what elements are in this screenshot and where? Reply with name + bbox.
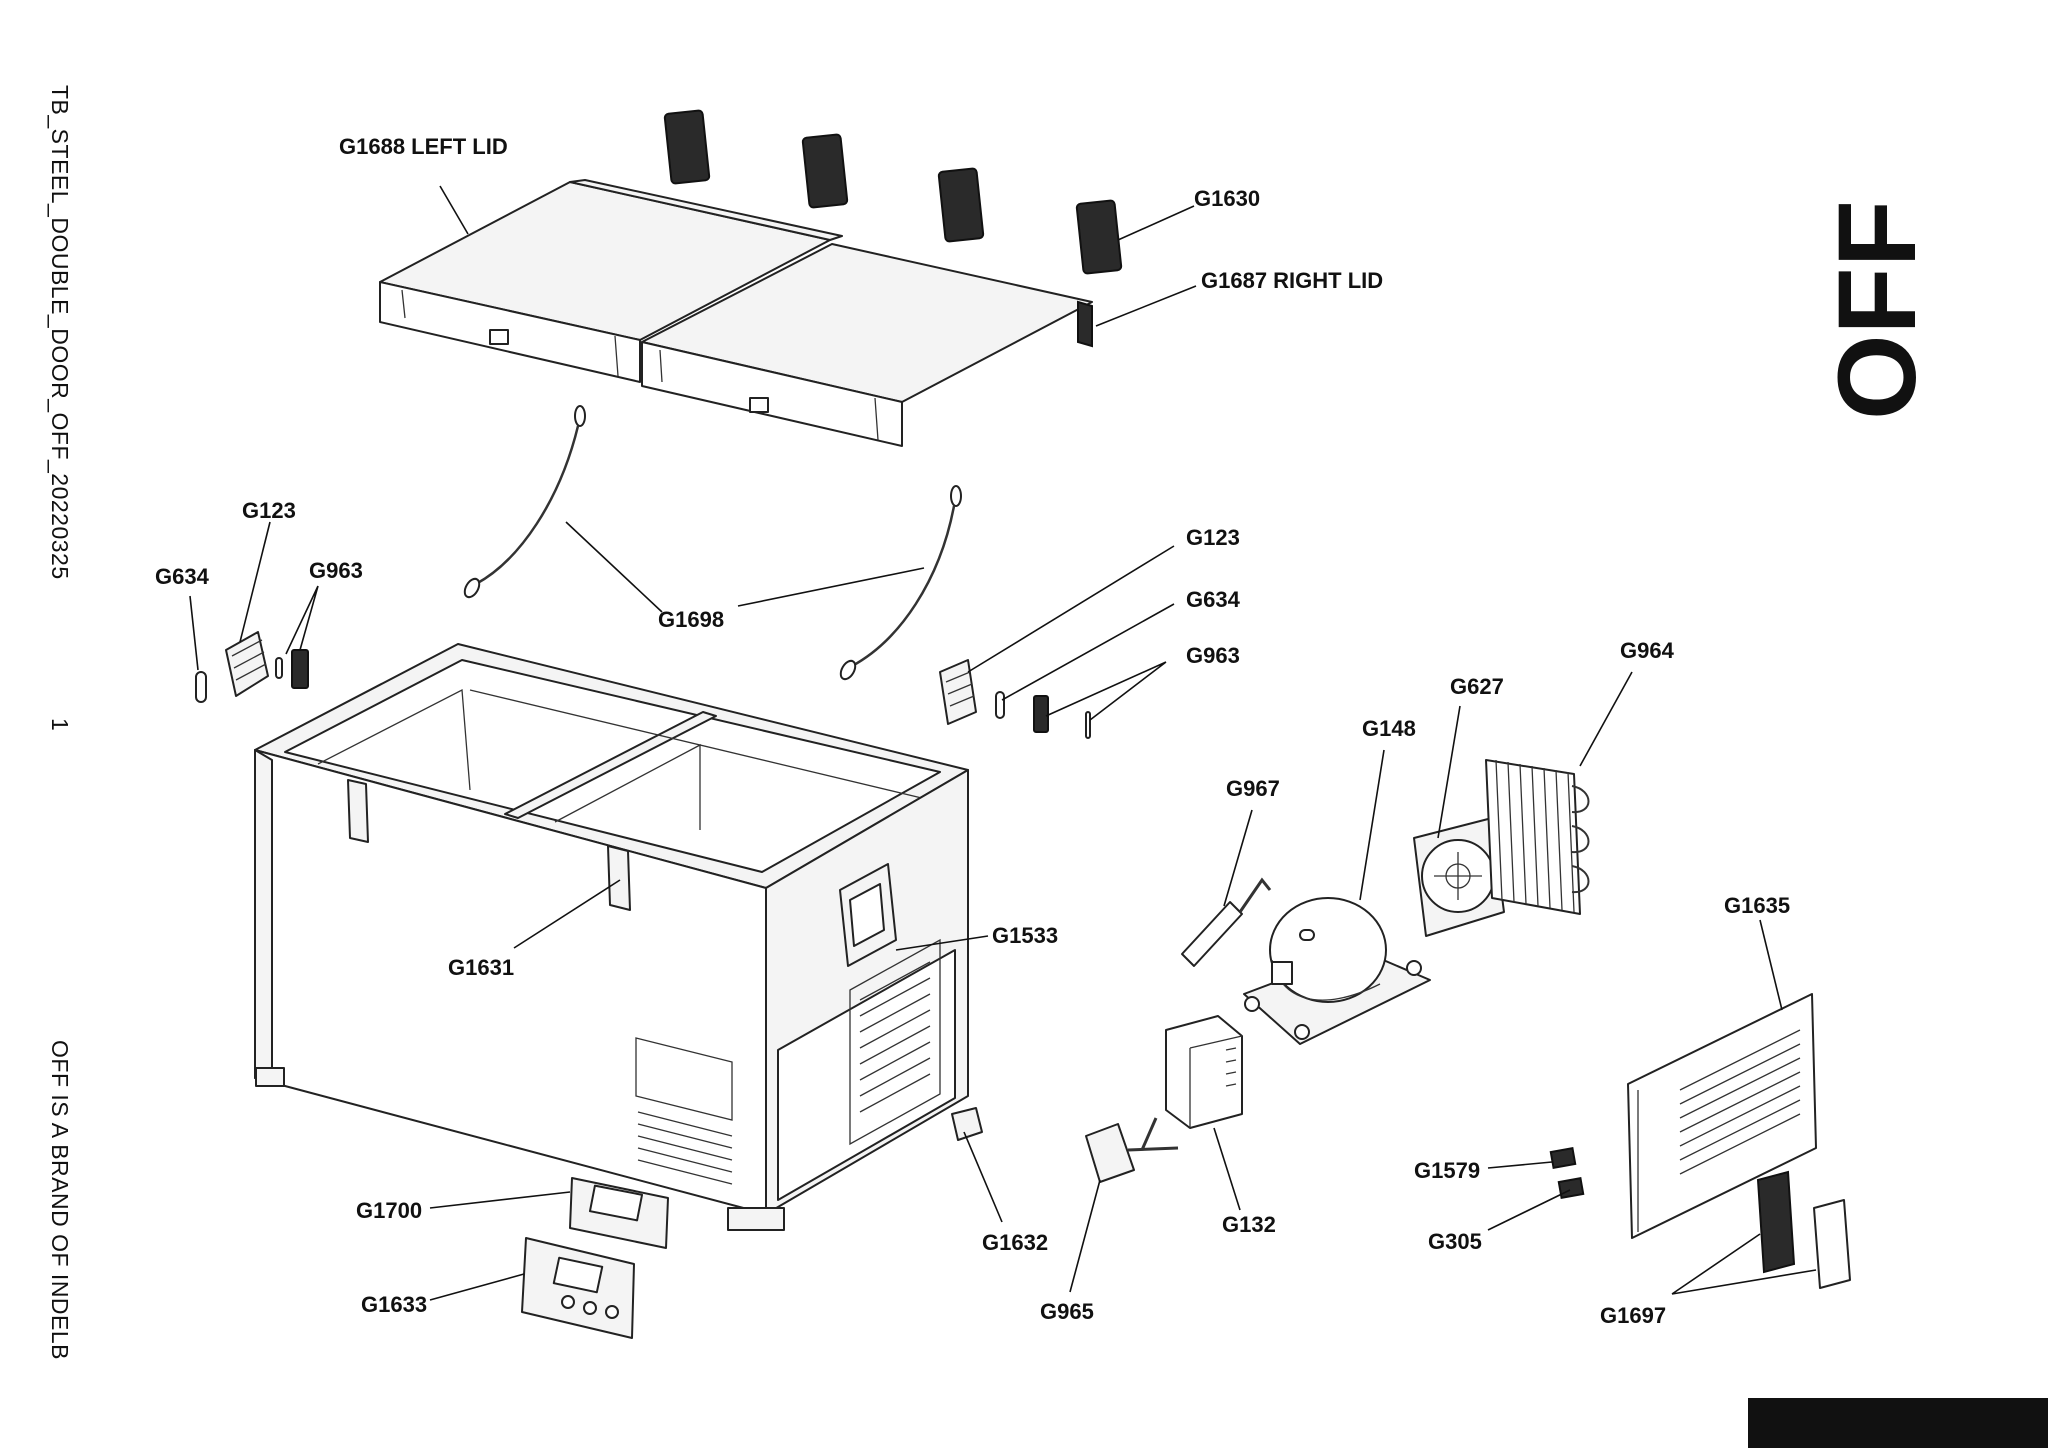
label-g1697: G1697 <box>1600 1303 1666 1328</box>
right-small-parts <box>939 659 1091 739</box>
label-g148: G148 <box>1362 716 1416 741</box>
electronic-unit <box>1165 1015 1243 1129</box>
label-g1687: G1687 RIGHT LID <box>1201 268 1383 293</box>
brand-logo: OFF <box>1816 200 1939 420</box>
hinges <box>663 109 1123 275</box>
filter-drier <box>1181 877 1272 967</box>
thermostat <box>1085 1117 1179 1183</box>
label-g1630: G1630 <box>1194 186 1260 211</box>
label-g634-right: G634 <box>1186 587 1241 612</box>
label-g1632: G1632 <box>982 1230 1048 1255</box>
footer-bar <box>1748 1398 2048 1448</box>
page-number: 1 <box>47 718 73 731</box>
side-margin: TB_STEEL_DOUBLE_DOOR_OFF_20220325 1 OFF … <box>47 85 73 1360</box>
label-g1631: G1631 <box>448 955 514 980</box>
label-g1533: G1533 <box>992 923 1058 948</box>
label-g1688: G1688 LEFT LID <box>339 134 508 159</box>
label-g965: G965 <box>1040 1299 1094 1324</box>
fridge-cabinet <box>254 643 969 1231</box>
control-panel <box>521 1237 635 1339</box>
part-labels: G1688 LEFT LID G1630 G1687 RIGHT LID G12… <box>155 134 1790 1328</box>
socket-part <box>1557 1177 1585 1199</box>
condenser <box>1485 759 1590 915</box>
label-g123-left: G123 <box>242 498 296 523</box>
label-g634-left: G634 <box>155 564 210 589</box>
label-g1635: G1635 <box>1724 893 1790 918</box>
clip-part <box>951 1107 983 1141</box>
right-lid <box>641 243 1093 447</box>
control-board <box>569 1177 669 1249</box>
label-g1633: G1633 <box>361 1292 427 1317</box>
label-g123-right: G123 <box>1186 525 1240 550</box>
lid-stay-cables <box>463 405 962 681</box>
left-small-parts <box>195 631 309 703</box>
brand-note: OFF IS A BRAND OF INDELB <box>47 1040 73 1360</box>
label-g627: G627 <box>1450 674 1504 699</box>
label-g1579: G1579 <box>1414 1158 1480 1183</box>
label-g1700: G1700 <box>356 1198 422 1223</box>
rear-panel <box>1627 993 1817 1239</box>
left-lid <box>379 179 843 383</box>
label-g132: G132 <box>1222 1212 1276 1237</box>
leader-lines <box>189 185 1817 1301</box>
covers <box>1756 1170 1851 1289</box>
document-id: TB_STEEL_DOUBLE_DOOR_OFF_20220325 <box>47 85 73 580</box>
label-g963-left: G963 <box>309 558 363 583</box>
label-g1698: G1698 <box>658 607 724 632</box>
label-g964: G964 <box>1620 638 1675 663</box>
switch-part <box>1549 1147 1577 1169</box>
compressor <box>1243 897 1431 1045</box>
label-g967: G967 <box>1226 776 1280 801</box>
label-g963-right: G963 <box>1186 643 1240 668</box>
label-g305: G305 <box>1428 1229 1482 1254</box>
